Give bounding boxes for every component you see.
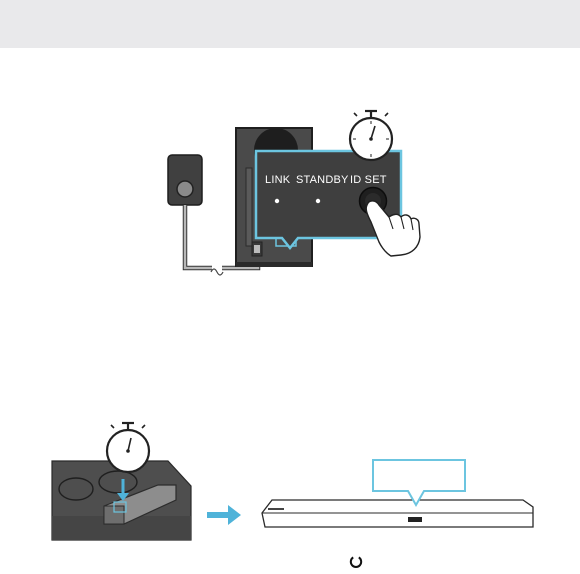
pointing-hand-icon: [365, 200, 421, 257]
loading-spinner-icon: [349, 556, 363, 568]
power-adapter: [167, 154, 203, 206]
id-set-label: ID SET: [350, 174, 387, 186]
link-label: LINK: [265, 174, 291, 186]
header-band: [0, 0, 580, 48]
link-button-dot: [274, 198, 280, 204]
display-callout: [372, 459, 466, 508]
standby-label: STANDBY: [296, 174, 349, 186]
subwoofer-top-closeup: [51, 460, 192, 541]
stopwatch-icon-2: [105, 421, 151, 474]
right-arrow-icon: [207, 505, 241, 525]
stopwatch-icon: [348, 109, 394, 162]
soundbar: [261, 499, 534, 528]
standby-button-dot: [315, 198, 321, 204]
